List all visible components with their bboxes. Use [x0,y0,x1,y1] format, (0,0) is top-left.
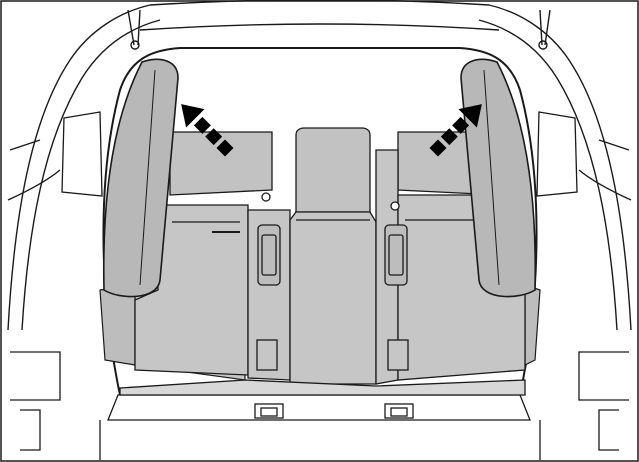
trunk-sill [99,379,541,460]
right-cushion-edge [483,69,500,286]
car-body-outline [7,0,632,331]
left-cushion-edge [139,69,156,286]
right-side-trim [536,111,629,451]
right-folded-cushion [460,58,537,298]
rear-seat-center [289,127,377,385]
left-folded-cushion [102,58,179,298]
left-side-trim [10,111,103,451]
